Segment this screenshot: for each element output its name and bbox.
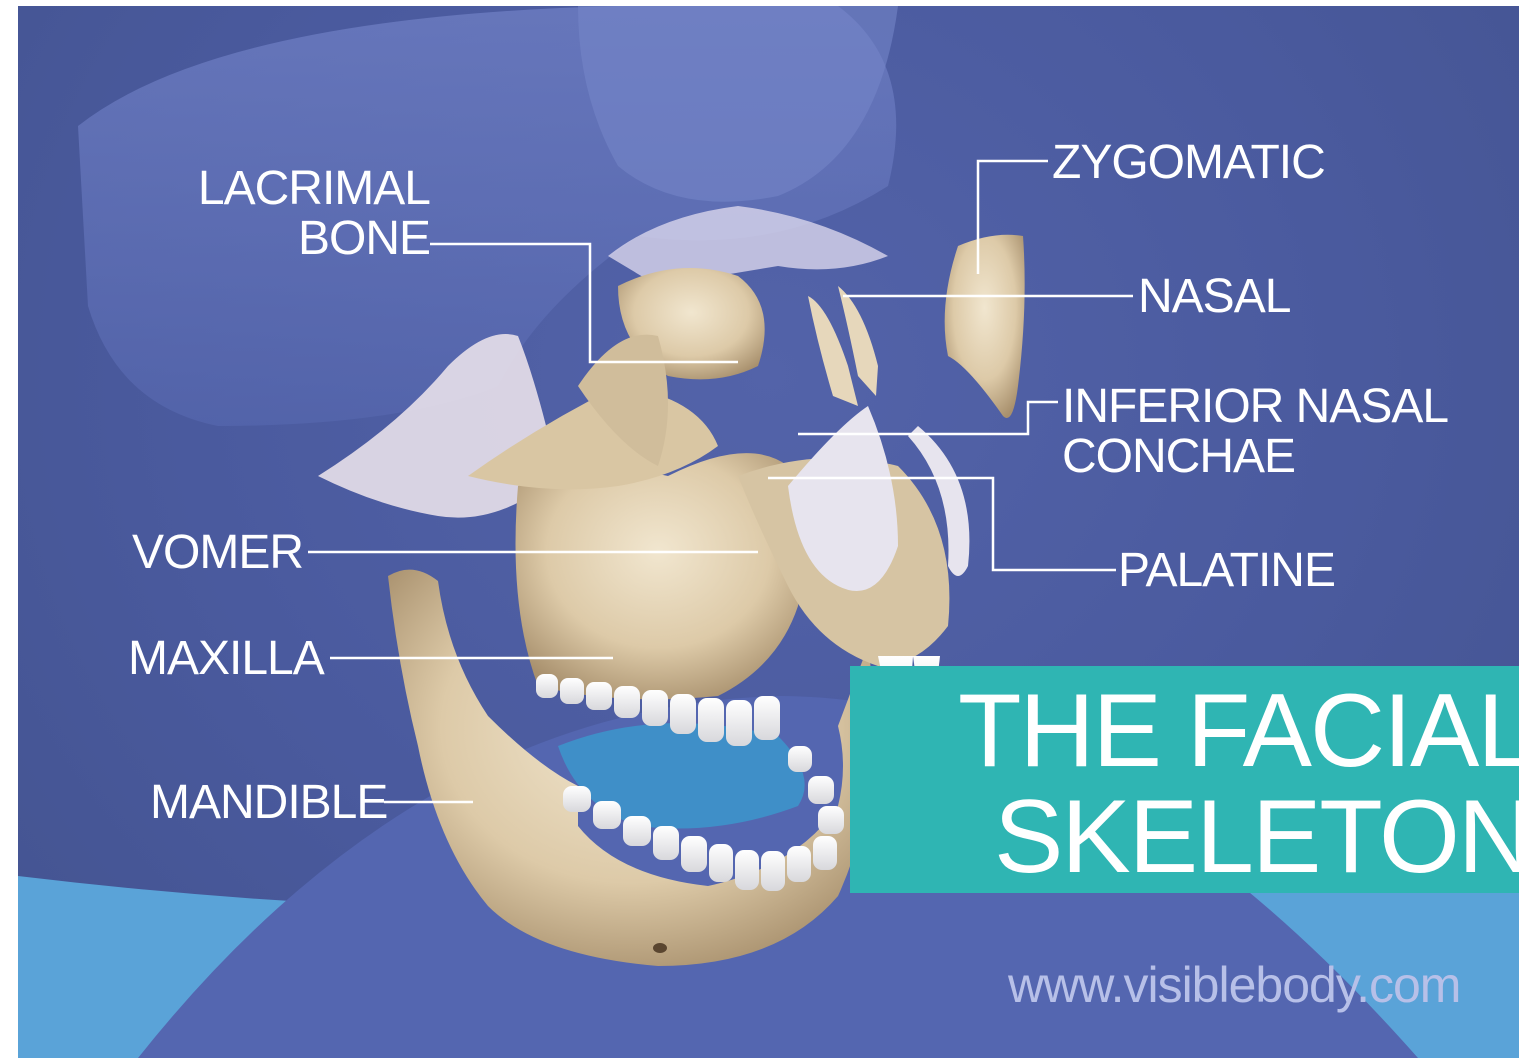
vomer-label: VOMER [132, 528, 303, 578]
lacrimal-label-line-2: BONE [178, 214, 430, 264]
palatine-label: PALATINE [1118, 546, 1335, 596]
zygomatic-bone [945, 235, 1025, 418]
maxilla-label: MAXILLA [128, 634, 324, 684]
inferior-nasal-conchae-leader-line [798, 402, 1058, 434]
inferior-nasal-conchae-label: INFERIOR NASAL CONCHAE [1062, 382, 1448, 482]
lacrimal-bone-label: LACRIMAL BONE [178, 164, 430, 264]
mandible-label: MANDIBLE [150, 778, 387, 828]
inferior-nasal-conchae-line-1: INFERIOR NASAL [1062, 382, 1448, 432]
inferior-nasal-conchae-line-2: CONCHAE [1062, 432, 1448, 482]
lacrimal-label-line-1: LACRIMAL [178, 164, 430, 214]
mental-foramen [653, 943, 667, 953]
nasal-label: NASAL [1138, 272, 1290, 322]
title-line-1: THE FACIAL [958, 678, 1519, 784]
title-line-2: SKELETON [994, 784, 1519, 890]
watermark-url: www.visiblebody.com [1008, 956, 1460, 1014]
facial-skeleton-diagram: LACRIMAL BONE ZYGOMATIC NASAL INFERIOR N… [18, 6, 1519, 1058]
zygomatic-label: ZYGOMATIC [1052, 138, 1325, 188]
